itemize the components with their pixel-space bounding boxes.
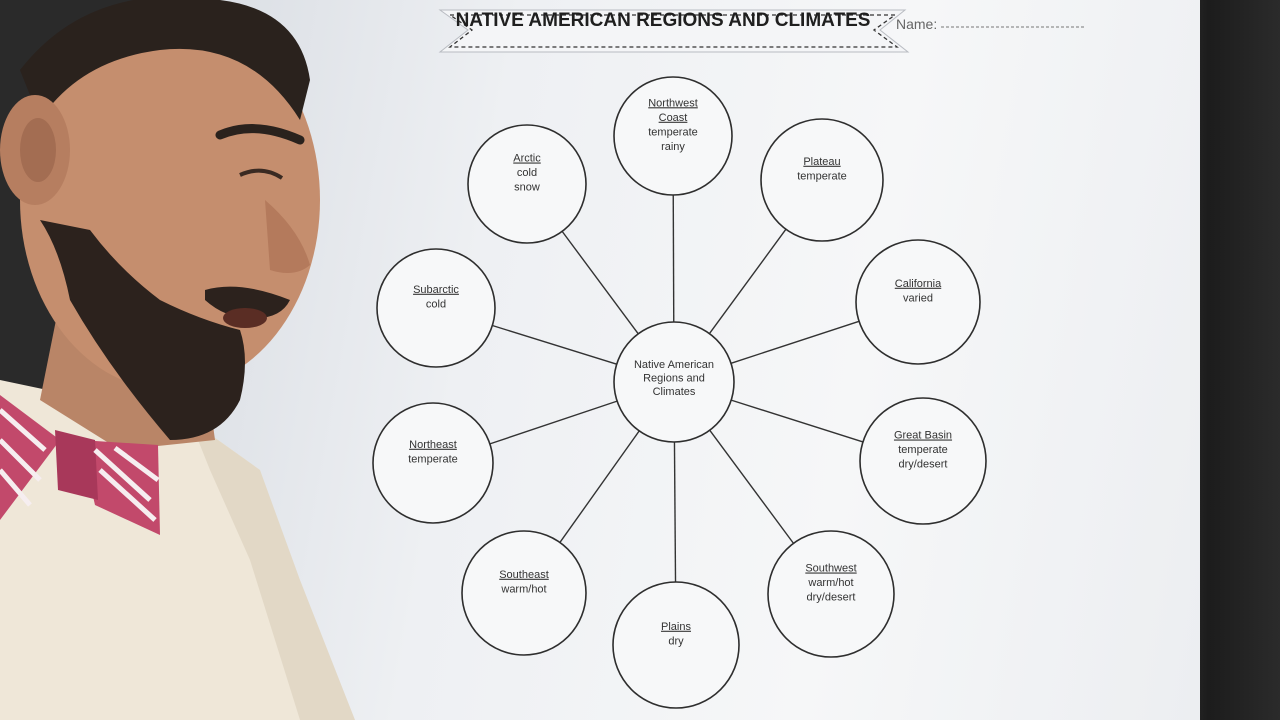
name-label: Name: [896,16,937,32]
region-climate-plateau: temperate [797,170,847,182]
region-circle-northwest-coast [613,76,733,196]
center-label: Regions and [643,373,705,385]
region-node-plains: Plains dry [612,581,740,709]
connector-line-northeast [489,400,618,445]
region-name-subarctic: Subarctic [413,284,459,296]
connector-line-plains [673,441,677,583]
center-label: Native American [634,359,714,371]
connector-line-great-basin [730,399,864,443]
region-node-great-basin: Great Basin temperate dry/desert [859,397,987,525]
region-climate-northeast: temperate [408,453,458,465]
region-node-subarctic: Subarctic cold [376,248,496,368]
region-node-plateau: Plateau temperate [760,118,884,242]
connector-line-plateau [708,228,787,335]
region-node-california: California varied [855,239,981,365]
region-circle-southwest [767,530,895,658]
title-banner: NATIVE AMERICAN REGIONS AND CLIMATES [438,9,910,53]
region-circle-plains [612,581,740,709]
region-node-southeast: Southeast warm/hot [461,530,587,656]
region-name-arctic: Arctic [513,153,541,165]
region-node-southwest: Southwest warm/hot dry/desert [767,530,895,658]
region-name-northeast: Northeast [409,439,457,451]
presenter [0,0,355,720]
bow-tie [0,395,160,535]
region-name-plateau: Plateau [803,156,840,168]
region-name-california: California [895,278,942,290]
region-name-great-basin: Great Basin [894,430,952,442]
connector-line-california [730,320,860,364]
region-climate-great-basin: dry/desert [899,459,948,471]
region-circle-california [855,239,981,365]
region-climate-southwest: dry/desert [807,592,856,604]
connector-line-southwest [709,429,795,544]
worksheet-title: NATIVE AMERICAN REGIONS AND CLIMATES [456,10,871,31]
region-node-arctic: Arctic cold snow [467,124,587,244]
region-climate-southwest: warm/hot [807,577,853,589]
region-name-southeast: Southeast [499,569,549,581]
center-label: Climates [653,386,696,398]
connector-line-subarctic [492,324,617,365]
region-climate-great-basin: temperate [898,444,948,456]
region-climate-southeast: warm/hot [500,583,546,595]
region-climate-arctic: snow [514,182,540,194]
region-name-plains: Plains [661,621,691,633]
connector-line-southeast [559,430,640,543]
region-climate-northwest-coast: rainy [661,141,685,153]
region-circle-southeast [461,530,587,656]
region-node-northeast: Northeast temperate [372,402,494,524]
region-name-northwest-coast: Coast [659,112,688,124]
region-climate-arctic: cold [517,167,537,179]
region-climate-plains: dry [668,635,684,647]
center-circle [613,321,735,443]
region-climate-california: varied [903,292,933,304]
connector-line-arctic [561,230,639,335]
region-climate-northwest-coast: temperate [648,126,698,138]
region-circle-arctic [467,124,587,244]
connector-line-northwest-coast [672,194,675,323]
region-circle-great-basin [859,397,987,525]
region-name-southwest: Southwest [805,563,856,575]
region-circle-subarctic [376,248,496,368]
region-circle-northeast [372,402,494,524]
region-climate-subarctic: cold [426,298,446,310]
region-name-northwest-coast: Northwest [648,97,698,109]
region-circle-plateau [760,118,884,242]
